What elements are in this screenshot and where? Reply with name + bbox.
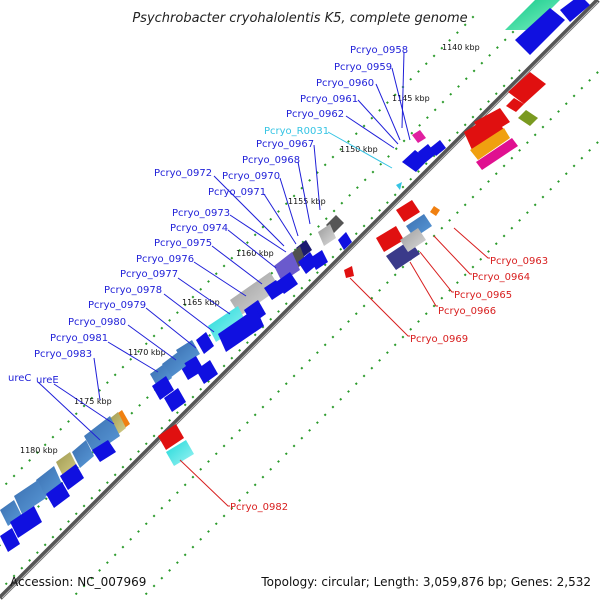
reverse-genes bbox=[158, 72, 546, 466]
gene-label: Pcryo_0959 bbox=[334, 62, 392, 73]
leader-lines-reverse bbox=[179, 227, 490, 507]
gene-label: Pcryo_0978 bbox=[104, 285, 162, 296]
kbp-label: 1140 kbp bbox=[442, 43, 480, 52]
gene-label: ureC bbox=[8, 373, 31, 384]
gene-label: Pcryo_0958 bbox=[350, 45, 408, 56]
leader-lines-forward bbox=[37, 51, 411, 441]
gene-label-rna: Pcryo_R0031 bbox=[264, 126, 329, 137]
gene-label: ureE bbox=[36, 375, 59, 386]
gene-label: Pcryo_0969 bbox=[410, 334, 468, 345]
gene-label: Pcryo_0968 bbox=[242, 155, 300, 166]
gene-label: Pcryo_0980 bbox=[68, 317, 126, 328]
gene-label: Pcryo_0977 bbox=[120, 269, 178, 280]
gene-label: Pcryo_0966 bbox=[438, 306, 496, 317]
gene-label: Pcryo_0963 bbox=[490, 256, 548, 267]
kbp-label: 1180 kbp bbox=[20, 446, 58, 455]
kbp-label: 1165 kbp bbox=[182, 298, 220, 307]
kbp-label: 1155 kbp bbox=[288, 197, 326, 206]
gene-label: Pcryo_0964 bbox=[472, 272, 530, 283]
accession-text: Accession: NC_007969 bbox=[10, 575, 146, 589]
kbp-label: 1160 kbp bbox=[236, 249, 274, 258]
gene-label: Pcryo_0979 bbox=[88, 300, 146, 311]
forward-genes bbox=[0, 0, 590, 552]
gene-label: Pcryo_0967 bbox=[256, 139, 314, 150]
map-title: Psychrobacter cryohalolentis K5, complet… bbox=[132, 11, 467, 26]
gene-label: Pcryo_0960 bbox=[316, 78, 374, 89]
gene-labels-reverse: Pcryo_0963 Pcryo_0964 Pcryo_0965 Pcryo_0… bbox=[230, 256, 548, 513]
gene-label: Pcryo_0974 bbox=[170, 223, 228, 234]
gene-label: Pcryo_0965 bbox=[454, 290, 512, 301]
gene-label: Pcryo_0982 bbox=[230, 502, 288, 513]
gene-label: Pcryo_0961 bbox=[300, 94, 358, 105]
gene-label: Pcryo_0971 bbox=[208, 187, 266, 198]
gene-label: Pcryo_0962 bbox=[286, 109, 344, 120]
leader-line-rna bbox=[327, 131, 393, 169]
topology-text: Topology: circular; Length: 3,059,876 bp… bbox=[260, 575, 591, 589]
kbp-label: 1145 kbp bbox=[392, 94, 430, 103]
kbp-label: 1175 kbp bbox=[74, 397, 112, 406]
gene-label: Pcryo_0981 bbox=[50, 333, 108, 344]
gene-label: Pcryo_0972 bbox=[154, 168, 212, 179]
gene-label: Pcryo_0973 bbox=[172, 208, 230, 219]
gene-label: Pcryo_0983 bbox=[34, 349, 92, 360]
kbp-label: 1170 kbp bbox=[128, 348, 166, 357]
tick-tracks bbox=[0, 9, 600, 600]
gene-label: Pcryo_0970 bbox=[222, 171, 280, 182]
gene-labels-forward: Pcryo_0958 Pcryo_0959 Pcryo_0960 Pcryo_0… bbox=[8, 45, 408, 386]
gene-label: Pcryo_0975 bbox=[154, 238, 212, 249]
gene-label: Pcryo_0976 bbox=[136, 254, 194, 265]
